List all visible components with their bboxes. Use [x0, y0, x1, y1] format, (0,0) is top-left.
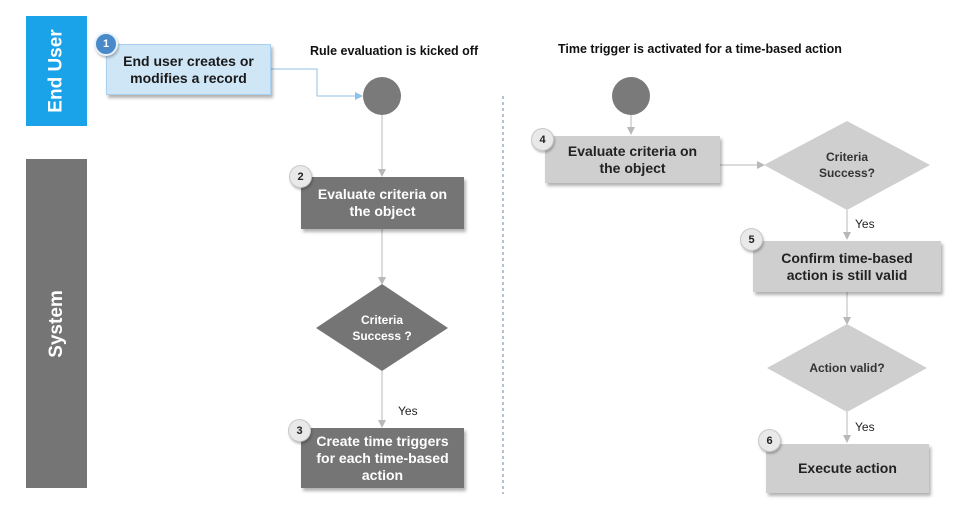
step-2-badge: 2 — [289, 165, 312, 188]
step-5-badge: 5 — [740, 228, 763, 251]
step-5-box: Confirm time-based action is still valid — [753, 241, 941, 292]
step-1-box: End user creates or modifies a record — [106, 44, 271, 95]
decision-diamond-3 — [767, 324, 927, 412]
decision-3-text: Action valid? — [809, 361, 885, 375]
start-node-right — [612, 77, 650, 115]
step-6-badge: 6 — [758, 429, 781, 452]
step-3-text: Create time triggers for each time-based… — [316, 432, 449, 483]
lane-end-user: End User — [26, 16, 87, 126]
step-5-text: Confirm time-based action is still valid — [781, 249, 913, 283]
step-6-text: Execute action — [798, 460, 897, 476]
step-1-badge: 1 — [94, 32, 118, 56]
step-4-badge: 4 — [531, 128, 554, 151]
heading-time-trigger: Time trigger is activated for a time-bas… — [558, 42, 842, 56]
yes-label-1: Yes — [398, 404, 418, 418]
decision-diamond-2 — [764, 121, 930, 210]
decision-diamond-1 — [316, 284, 448, 371]
step-2-box: Evaluate criteria on the object — [301, 177, 464, 229]
lane-system: System — [26, 159, 87, 488]
decision-1-text: Criteria Success ? — [352, 313, 412, 343]
step-6-box: Execute action — [766, 444, 929, 493]
yes-label-3: Yes — [855, 420, 875, 434]
step-2-text: Evaluate criteria on the object — [317, 186, 448, 219]
yes-label-2: Yes — [855, 217, 875, 231]
step-3-badge: 3 — [288, 419, 311, 442]
heading-rule-evaluation: Rule evaluation is kicked off — [310, 44, 479, 58]
start-node-left — [363, 77, 401, 115]
step-4-text: Evaluate criteria on the object — [567, 142, 698, 176]
decision-2-text: Criteria Success? — [818, 150, 876, 180]
step-1-text: End user creates or modifies a record — [123, 52, 254, 86]
step-3-box: Create time triggers for each time-based… — [301, 428, 464, 488]
step-4-box: Evaluate criteria on the object — [545, 136, 720, 183]
connector-step1-to-start — [269, 68, 363, 100]
